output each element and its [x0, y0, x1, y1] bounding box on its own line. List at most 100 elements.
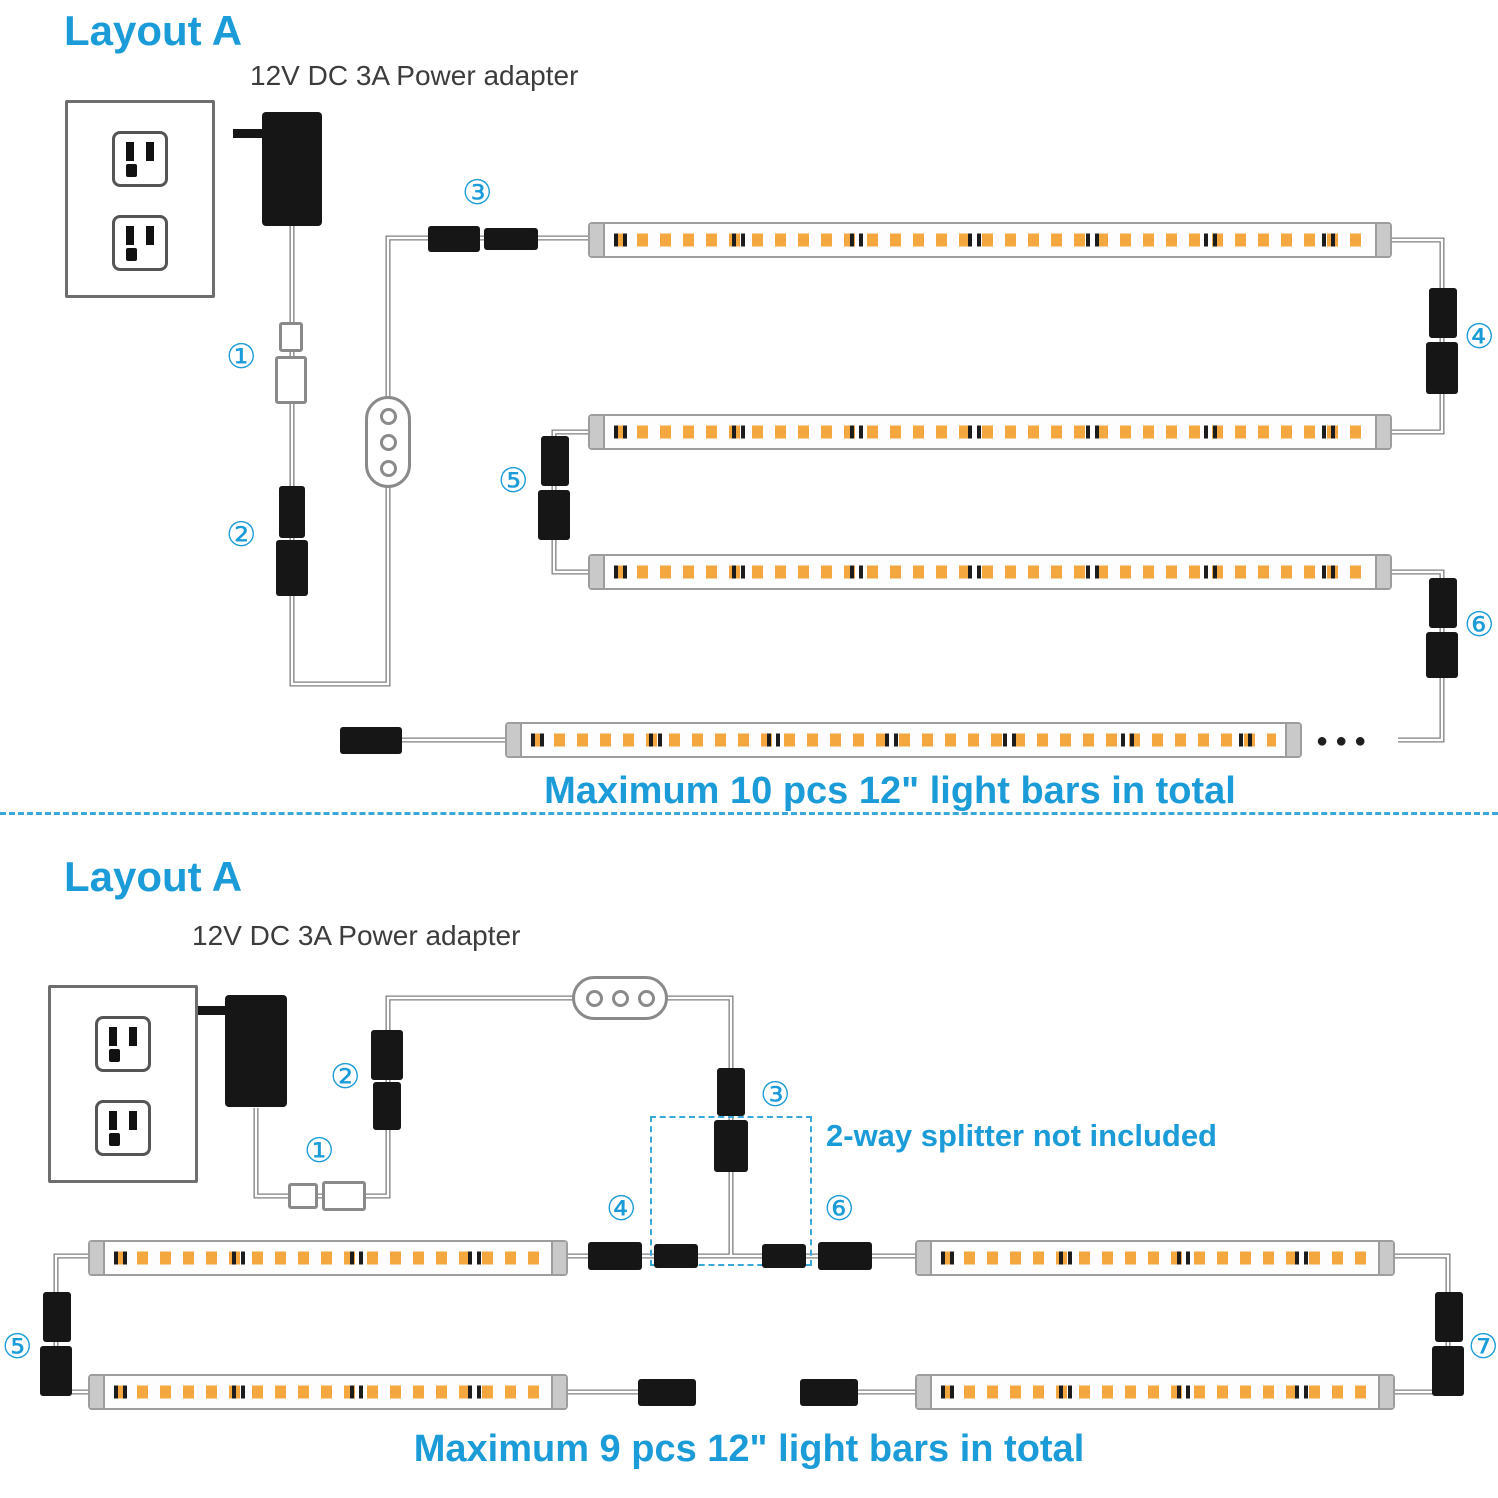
bar-endcap [917, 1242, 932, 1274]
connector-5 [43, 1292, 71, 1342]
bar-endcap [90, 1242, 105, 1274]
led-strip [614, 425, 1366, 439]
connector-5 [40, 1346, 72, 1396]
outlet-slot [146, 142, 154, 161]
marker-1: ① [304, 1132, 335, 1170]
connector-3 [428, 226, 480, 252]
power-adapter [262, 112, 322, 226]
plug-prong [233, 129, 263, 138]
marker-2: ② [330, 1058, 361, 1096]
marker-5: ⑤ [498, 462, 529, 500]
marker-3: ③ [462, 174, 493, 212]
connector-3 [484, 228, 538, 250]
marker-1: ① [226, 338, 257, 376]
connector-5 [541, 436, 569, 486]
bar-endcap [551, 1242, 566, 1274]
splitter-highlight-box [650, 1116, 812, 1266]
switch-button-icon [379, 459, 397, 477]
adapter-label-bottom: 12V DC 3A Power adapter [192, 920, 521, 951]
splitter-arm-left [654, 1244, 698, 1268]
connector-4 [588, 1242, 642, 1270]
outlet-ground-hole [126, 248, 137, 261]
outlet-ground-hole [109, 1049, 120, 1062]
outlet-socket [95, 1016, 151, 1072]
connector-5 [538, 490, 570, 540]
outlet-ground-hole [126, 164, 137, 177]
section-divider [0, 812, 1498, 815]
caption-top: Maximum 10 pcs 12" light bars in total [544, 770, 1236, 812]
marker-3: ③ [760, 1076, 791, 1114]
outlet-slot [146, 226, 154, 245]
inline-switch [572, 976, 668, 1020]
led-strip [941, 1385, 1369, 1399]
marker-2: ② [226, 516, 257, 554]
outlet-slot [109, 1111, 117, 1130]
marker-4: ④ [606, 1190, 637, 1228]
outlet-slot [126, 226, 134, 245]
plug-prong [198, 1006, 226, 1015]
end-connector [340, 727, 402, 754]
section-top-title: Layout A [64, 7, 243, 54]
bar-endcap [1378, 1376, 1393, 1408]
bar-endcap [590, 416, 605, 448]
marker-4: ④ [1464, 318, 1495, 356]
outlet-slot [109, 1027, 117, 1046]
marker-6: ⑥ [1464, 606, 1495, 644]
inline-switch [365, 396, 411, 488]
end-connector [638, 1379, 696, 1406]
bar-endcap [1378, 1242, 1393, 1274]
led-strip [531, 733, 1276, 747]
connector-1 [322, 1181, 366, 1211]
wall-outlet [48, 985, 198, 1183]
connector-4 [1426, 342, 1458, 394]
outlet-slot [129, 1027, 137, 1046]
connector-2 [371, 1030, 403, 1080]
light-bar [915, 1240, 1395, 1276]
connector-6 [818, 1242, 872, 1270]
bar-endcap [1375, 416, 1390, 448]
bar-endcap [551, 1376, 566, 1408]
led-strip [114, 1251, 542, 1265]
connector-6 [1426, 632, 1458, 678]
connector-7 [1435, 1292, 1463, 1342]
connector-7 [1432, 1346, 1464, 1396]
connector-2 [276, 540, 308, 596]
caption-bottom: Maximum 9 pcs 12" light bars in total [413, 1428, 1085, 1470]
led-strip [941, 1251, 1369, 1265]
outlet-ground-hole [109, 1133, 120, 1146]
marker-6: ⑥ [824, 1190, 855, 1228]
light-bar [915, 1374, 1395, 1410]
bar-endcap [1375, 556, 1390, 588]
led-strip [614, 565, 1366, 579]
connector-6 [1429, 578, 1457, 628]
power-adapter [225, 995, 287, 1107]
led-strip [614, 233, 1366, 247]
light-bar [88, 1240, 568, 1276]
connector-4 [1429, 288, 1457, 338]
bar-endcap [1285, 724, 1300, 756]
bar-endcap [917, 1376, 932, 1408]
section-bottom-title: Layout A [64, 853, 243, 900]
switch-button-icon [379, 433, 397, 451]
marker-5: ⑤ [2, 1328, 33, 1366]
outlet-socket [95, 1100, 151, 1156]
switch-button-icon [611, 989, 629, 1007]
adapter-label-top: 12V DC 3A Power adapter [250, 60, 579, 91]
splitter-arm-right [762, 1244, 806, 1268]
outlet-socket [112, 131, 168, 187]
bar-endcap [590, 224, 605, 256]
connector-2 [279, 486, 305, 538]
bar-endcap [590, 556, 605, 588]
light-bar [588, 554, 1392, 590]
light-bar [505, 722, 1302, 758]
light-bar [88, 1374, 568, 1410]
outlet-socket [112, 215, 168, 271]
splitter-input [714, 1120, 748, 1172]
bar-endcap [90, 1376, 105, 1408]
bar-endcap [1375, 224, 1390, 256]
connector-1 [275, 356, 307, 404]
splitter-note: 2-way splitter not included [826, 1118, 1217, 1153]
continuation-dots: ●●● [1316, 730, 1374, 752]
light-bar [588, 414, 1392, 450]
switch-button-icon [637, 989, 655, 1007]
